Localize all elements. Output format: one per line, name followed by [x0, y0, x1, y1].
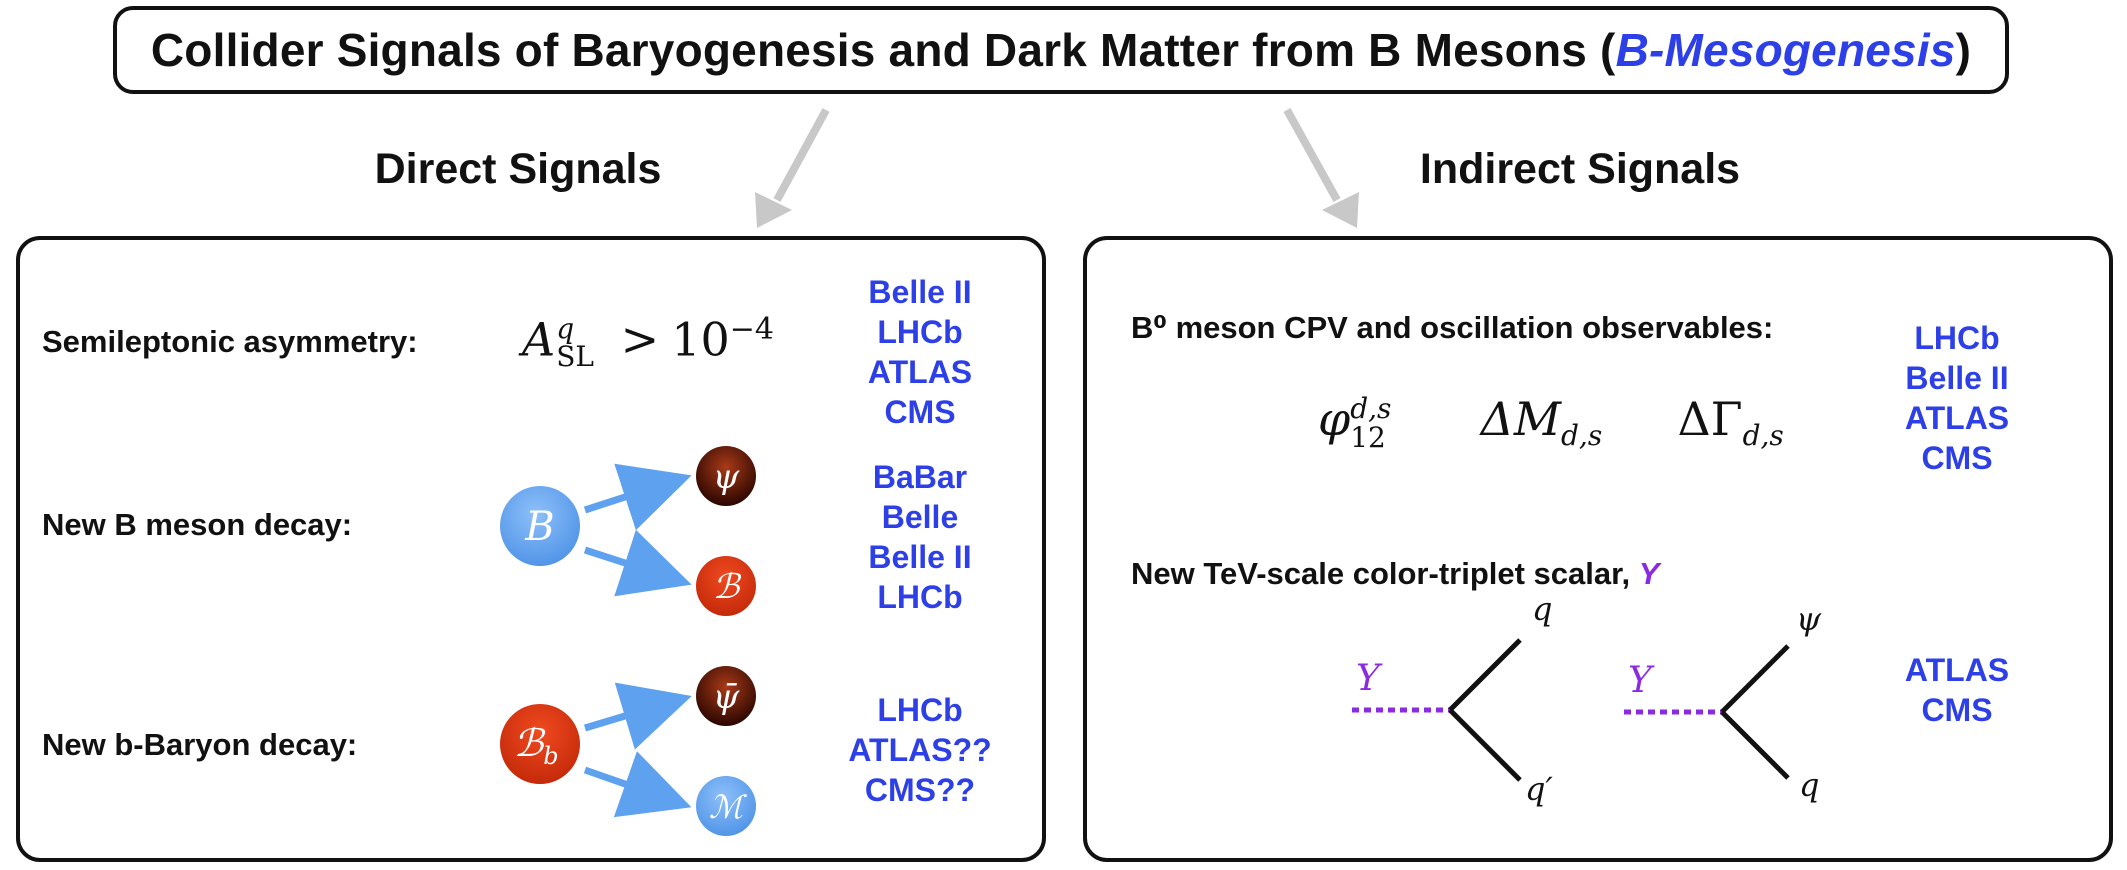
- decay-arrow-up: [583, 682, 692, 750]
- psi-symbol: ψ: [713, 457, 740, 497]
- asym-symbol: A: [522, 312, 556, 367]
- experiments-semileptonic: Belle II LHCb ATLAS CMS: [810, 272, 1030, 432]
- experiment-item: ATLAS: [1904, 400, 2010, 436]
- experiment-item: LHCb: [877, 314, 963, 350]
- semileptonic-label: Semileptonic asymmetry:: [42, 324, 418, 359]
- experiment-item: BaBar: [872, 459, 968, 495]
- arrow-to-indirect: [1283, 108, 1341, 202]
- vertex2-bottom: q: [1799, 766, 1819, 804]
- b-baryon-sub: b: [543, 742, 558, 770]
- vertex2-top: ψ: [1796, 600, 1822, 638]
- psi-ball: [696, 446, 756, 506]
- asym-base: 10: [671, 312, 730, 367]
- quark-line-top-1: [1448, 638, 1522, 712]
- decay-arrow-up: [583, 463, 692, 531]
- obs-phi-sup: d,s: [1350, 391, 1392, 425]
- experiments-cpv: LHCb Belle II ATLAS CMS: [1847, 318, 2067, 478]
- asym-sup: q: [556, 312, 575, 346]
- baryon-ball: [696, 556, 756, 616]
- experiments-b-meson: BaBar Belle Belle II LHCb: [810, 457, 1030, 617]
- meson-symbol: ℳ: [709, 788, 748, 826]
- title-highlight: B-Mesogenesis: [1615, 24, 1956, 76]
- decay-arrow-down: [583, 751, 692, 818]
- baryon-symbol: ℬ: [713, 567, 742, 607]
- arrow-to-direct: [773, 108, 830, 202]
- antipsi-symbol: ψ̄: [713, 677, 740, 717]
- scalar-y-1: Y: [1356, 658, 1383, 699]
- obs-phi-symbol: φ: [1318, 392, 1351, 446]
- experiment-item: CMS: [884, 394, 956, 430]
- b-baryon-decay-diagram: ℬb ψ̄ ℳ: [500, 666, 756, 836]
- obs-delta-m-sub: d,s: [1561, 419, 1603, 453]
- experiment-item: LHCb: [877, 579, 963, 615]
- asym-exponent: −4: [729, 312, 774, 347]
- title-arrows: [755, 108, 1359, 228]
- arrow-to-indirect-head: [1322, 192, 1359, 228]
- experiment-item: CMS: [1921, 692, 1993, 728]
- obs-delta-m-symbol: ΔM: [1480, 392, 1561, 446]
- vertex1-bottom: q′: [1525, 770, 1553, 808]
- b-meson-ball: [500, 486, 580, 566]
- quark-line-bottom-1: [1448, 708, 1522, 782]
- scalar-label-text: New TeV-scale color-triplet scalar,: [1131, 556, 1639, 591]
- experiment-item: CMS??: [864, 772, 976, 808]
- line-top-2: [1720, 644, 1790, 714]
- direct-heading: Direct Signals: [374, 145, 662, 193]
- indirect-panel: [1083, 236, 2113, 862]
- asym-sub: SL: [556, 340, 595, 374]
- vertex1-top: q: [1532, 590, 1552, 628]
- b-meson-symbol: B: [524, 504, 554, 550]
- obs-delta-gamma: ΔΓd,s: [1677, 392, 1783, 452]
- scalar-label: New TeV-scale color-triplet scalar, Y: [1131, 556, 1659, 592]
- scalar-vertex-diagrams: Y q q′ Y ψ q: [1352, 590, 1822, 808]
- experiments-scalar: ATLAS CMS: [1847, 650, 2067, 730]
- obs-phi-sub: 12: [1350, 421, 1386, 454]
- antipsi-ball: [696, 666, 756, 726]
- experiment-item: Belle: [881, 499, 959, 535]
- title-suffix: ): [1955, 24, 1972, 76]
- indirect-heading: Indirect Signals: [1419, 145, 1741, 193]
- meson-ball: [696, 776, 756, 836]
- obs-delta-gamma-symbol: ΔΓ: [1677, 392, 1743, 446]
- experiments-b-baryon: LHCb ATLAS?? CMS??: [810, 690, 1030, 810]
- scalar-label-symbol: Y: [1638, 556, 1660, 591]
- experiment-item: ATLAS??: [848, 732, 992, 768]
- scalar-y-2: Y: [1628, 660, 1655, 701]
- arrow-to-direct-head: [755, 192, 792, 228]
- direct-panel: [16, 236, 1046, 862]
- obs-delta-m: ΔMd,s: [1480, 392, 1603, 452]
- decay-arrow-down: [583, 529, 692, 597]
- experiment-item: LHCb: [877, 692, 963, 728]
- experiment-item: ATLAS: [1904, 652, 2010, 688]
- b-meson-decay-label: New B meson decay:: [42, 507, 353, 542]
- b-baryon-decay-label: New b-Baryon decay:: [42, 727, 358, 762]
- line-bottom-2: [1720, 710, 1790, 780]
- experiment-item: CMS: [1921, 440, 1993, 476]
- b-baryon-main: ℬ: [513, 721, 546, 765]
- b-baryon-symbol: ℬb: [513, 721, 558, 770]
- obs-delta-gamma-sub: d,s: [1742, 419, 1784, 453]
- b-meson-decay-diagram: B ψ ℬ: [500, 446, 756, 616]
- asym-relation: >: [620, 312, 660, 367]
- cpv-label: B⁰ meson CPV and oscillation observables…: [1131, 310, 1774, 345]
- title-box: Collider Signals of Baryogenesis and Dar…: [113, 6, 2009, 94]
- b-baryon-ball: [500, 704, 580, 784]
- experiment-item: LHCb: [1914, 320, 2000, 356]
- experiment-item: Belle II: [1905, 360, 2009, 396]
- experiment-item: ATLAS: [867, 354, 973, 390]
- title-text: Collider Signals of Baryogenesis and Dar…: [150, 24, 1616, 76]
- experiment-item: Belle II: [868, 274, 972, 310]
- experiment-item: Belle II: [868, 539, 972, 575]
